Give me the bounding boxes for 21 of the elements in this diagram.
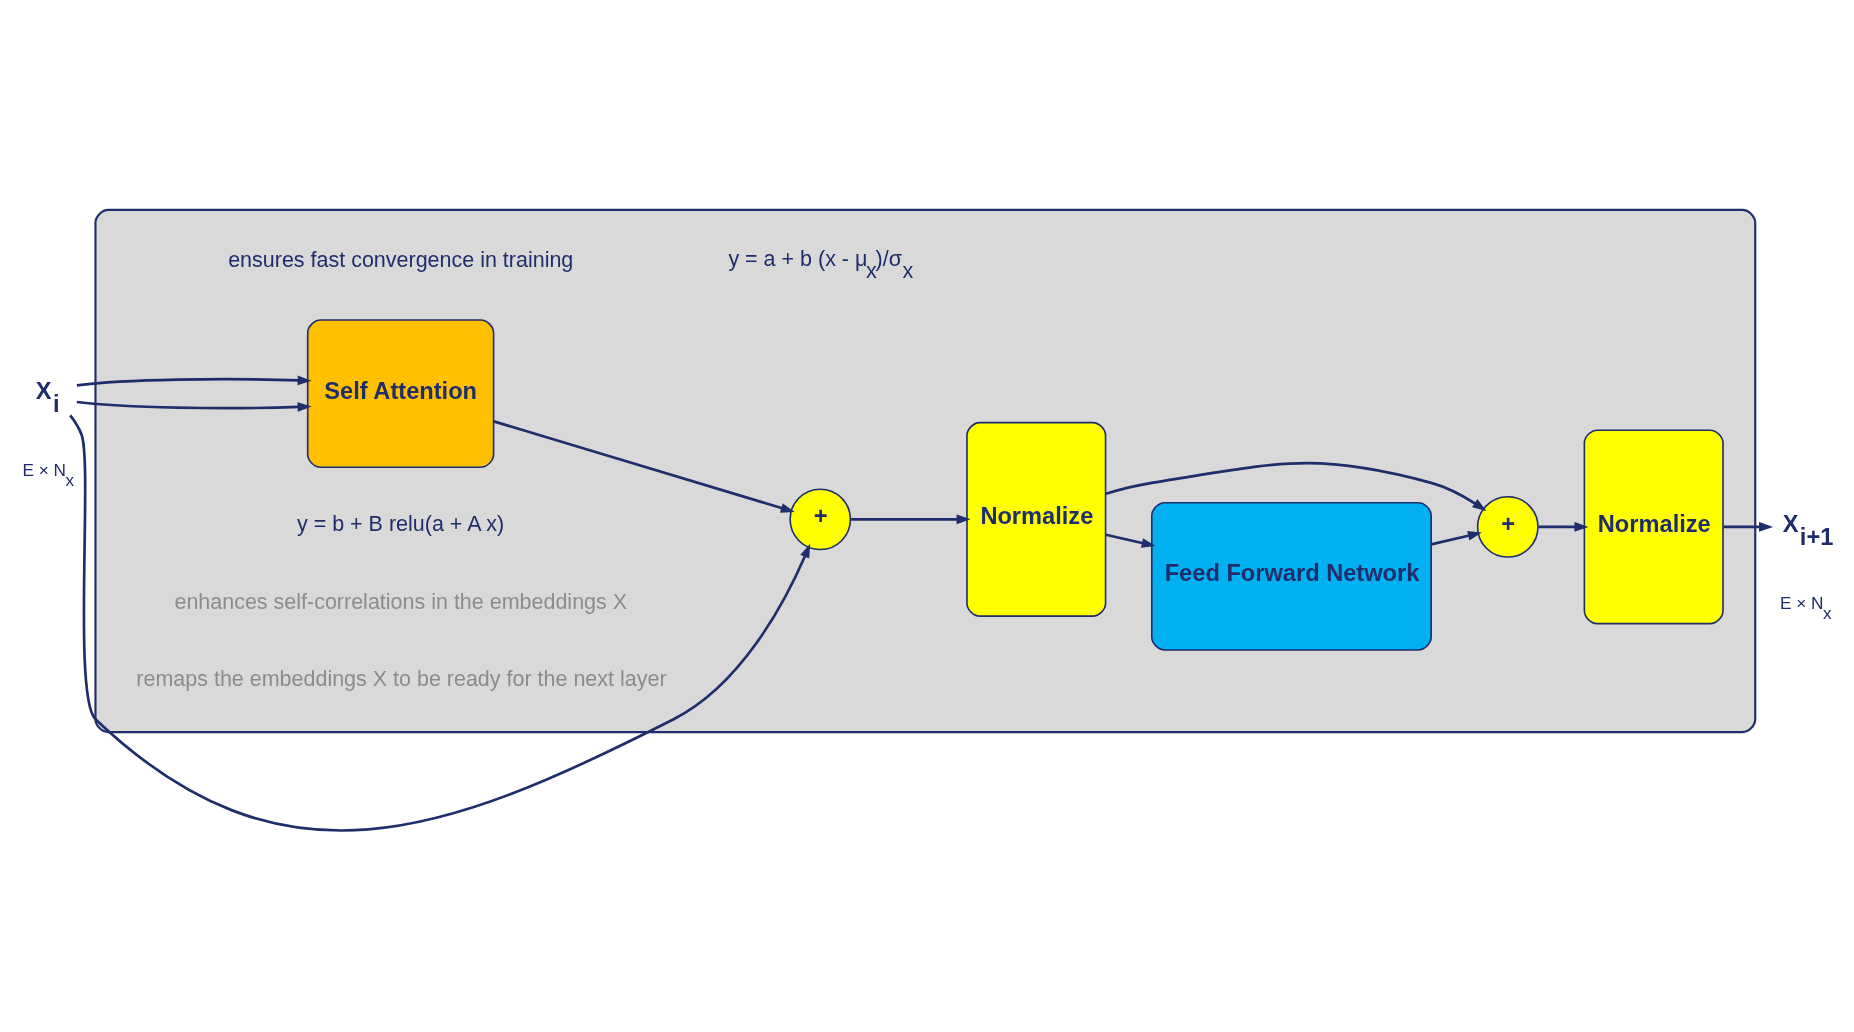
arrow (1105, 533, 1156, 548)
node-box: Normalize (1583, 429, 1724, 625)
arrow (850, 514, 971, 525)
arrow (1430, 531, 1482, 546)
label: enhances self-correlations in the embeddings X (173, 589, 627, 614)
label: y = b + B relu(a + A x) (296, 512, 504, 537)
label: remaps the embeddings X to be ready for the next layer (135, 666, 667, 691)
cluster (93, 208, 1756, 734)
arrow (76, 375, 312, 387)
arrow (1537, 522, 1588, 532)
arrow (68, 414, 810, 832)
arrow (1104, 461, 1486, 511)
node-box: Normalize (965, 421, 1106, 617)
arrow (76, 400, 312, 412)
node-circle: + (788, 488, 851, 551)
label: ensures fast convergence in training (227, 247, 573, 272)
node-box: Self Attention (306, 319, 494, 469)
arrow (492, 420, 795, 513)
node-circle: + (1476, 495, 1539, 558)
node-box: Feed Forward Network (1150, 501, 1432, 651)
arrow (1722, 522, 1773, 532)
